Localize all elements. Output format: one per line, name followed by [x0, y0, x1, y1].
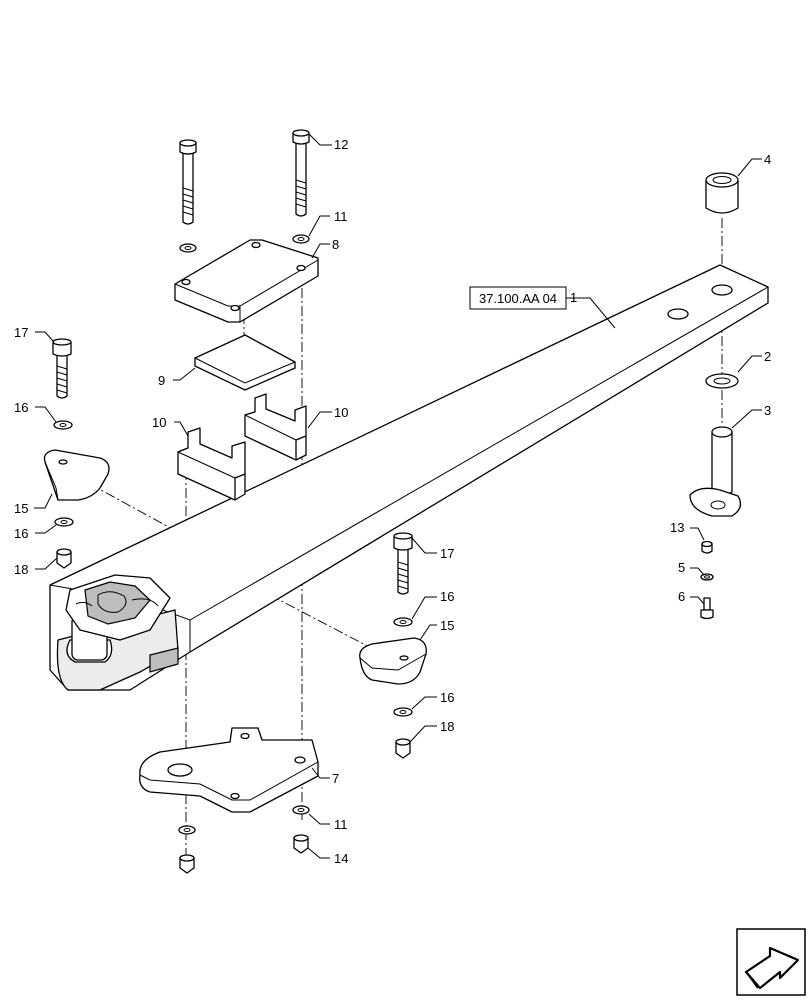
spacer-block-part-10-left — [177, 427, 246, 501]
callout-16-left-top: 16 — [14, 400, 28, 415]
callout-18-left: 18 — [14, 562, 28, 577]
callout-12: 12 — [334, 137, 348, 152]
bolt-left-top — [179, 139, 197, 225]
leader-lines — [34, 133, 762, 859]
nut-part-18-right — [395, 738, 411, 759]
callout-8: 8 — [332, 237, 339, 252]
callout-labels: 1 2 3 4 5 6 7 8 9 10 10 11 11 12 13 14 1… — [14, 137, 771, 866]
callout-14: 14 — [334, 851, 348, 866]
reference-box[interactable]: 37.100.AA 04 — [469, 286, 567, 310]
reference-label: 37.100.AA 04 — [479, 291, 557, 306]
nut-left-bottom — [179, 854, 195, 874]
callout-16-right-top: 16 — [440, 589, 454, 604]
callout-16-right-bottom: 16 — [440, 690, 454, 705]
washer-part-11-top — [292, 234, 310, 244]
washer-left-bottom — [178, 825, 196, 835]
nut-part-14 — [293, 834, 309, 854]
navigation-arrow-icon[interactable] — [736, 928, 806, 996]
washer-part-16-left-bottom — [54, 517, 74, 527]
washer-part-16-right-top — [393, 617, 413, 627]
spacer-block-part-10-right — [244, 393, 307, 461]
callout-3: 3 — [764, 403, 771, 418]
callout-4: 4 — [764, 152, 771, 167]
washer-part-16-right-bottom — [393, 707, 413, 717]
callout-17-right: 17 — [440, 546, 454, 561]
callout-10-right: 10 — [334, 405, 348, 420]
bolt-part-12 — [292, 129, 310, 217]
shim-plate-part-9 — [194, 334, 296, 391]
nut-part-18-left — [56, 548, 72, 569]
callout-10-left: 10 — [152, 415, 166, 430]
callout-15-left: 15 — [14, 501, 28, 516]
wedge-part-15-right — [359, 637, 427, 685]
clamp-plate-part-7 — [139, 727, 319, 813]
callout-1: 1 — [570, 290, 577, 305]
callout-15-right: 15 — [440, 618, 454, 633]
callout-6: 6 — [678, 589, 685, 604]
callout-5: 5 — [678, 560, 685, 575]
bolt-part-17-right — [393, 532, 413, 595]
bolt-part-17-left — [52, 338, 72, 399]
callout-2: 2 — [764, 349, 771, 364]
callout-18-right: 18 — [440, 719, 454, 734]
washer-part-11-bottom — [292, 805, 310, 815]
callout-7: 7 — [332, 771, 339, 786]
small-fasteners-13-5-6 — [700, 540, 714, 620]
washer-left-top — [179, 243, 197, 253]
washer-part-2 — [705, 373, 739, 389]
callout-13: 13 — [670, 520, 684, 535]
callout-11-bottom: 11 — [334, 817, 348, 832]
callout-17-left: 17 — [14, 325, 28, 340]
drawbar-part-1 — [49, 264, 769, 691]
pin-part-3 — [689, 426, 742, 517]
callout-9: 9 — [158, 373, 165, 388]
callout-11-top: 11 — [334, 209, 348, 224]
washer-part-16-left-top — [53, 420, 73, 430]
callout-16-left-bottom: 16 — [14, 526, 28, 541]
wedge-part-15-left — [43, 449, 110, 501]
bushing-part-4 — [705, 172, 739, 214]
clamp-plate-part-8 — [174, 239, 319, 323]
